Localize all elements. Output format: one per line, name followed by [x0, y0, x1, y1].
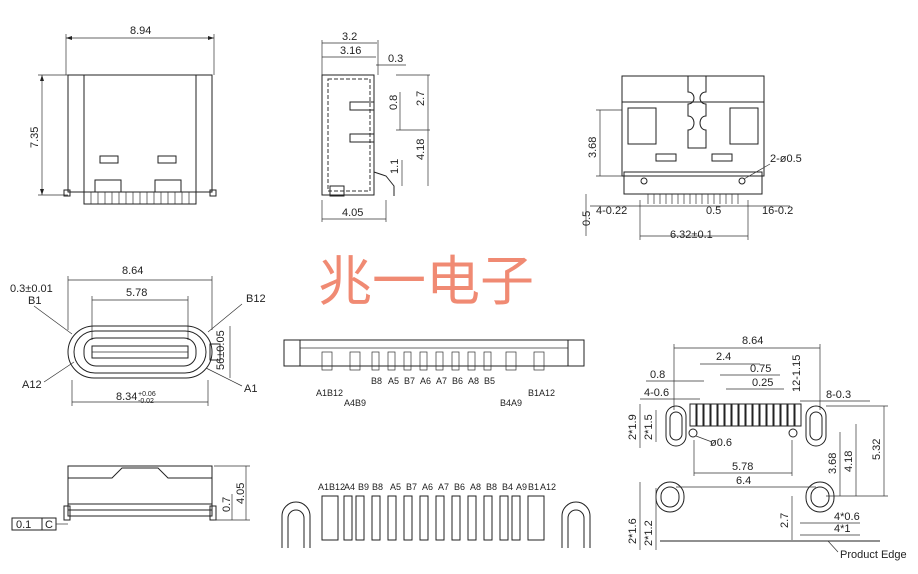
pin-strip-pins: [321, 351, 545, 371]
bottom-front-view: 4.05 0.7 0.1 C: [11, 465, 250, 531]
dim-0-25: 0.25: [752, 377, 773, 389]
dim-2-4: 2.4: [716, 351, 731, 363]
pad-label-b8b: B8: [486, 482, 497, 492]
dim-4-05-b: 4.05: [235, 483, 247, 504]
label-b1: B1: [28, 295, 41, 307]
pad-label-a1b12: A1B12: [318, 482, 345, 492]
label-b12: B12: [246, 293, 266, 305]
dim-5-32: 5.32: [871, 439, 883, 460]
pad-label-b9: B9: [358, 482, 369, 492]
datum-label: C: [45, 519, 53, 531]
pad-label-a4: A4: [344, 482, 355, 492]
dim-2x1-9: 2*1.9: [627, 414, 639, 440]
product-edge-label: Product Edge: [840, 549, 907, 561]
dim-3-68-pcb: 3.68: [827, 453, 839, 474]
pcb-pads: [689, 403, 802, 427]
dim-1-1: 1.1: [389, 159, 401, 174]
pin-label-a8: A8: [468, 376, 479, 386]
dim-0-5-v: 0.5: [581, 211, 593, 226]
dim-hole: ø0.6: [710, 437, 732, 449]
dim-6-32: 6.32±0.1: [670, 229, 713, 241]
dim-4x1: 4*1: [834, 523, 851, 535]
dim-3-16: 3.16: [340, 45, 361, 57]
pad-label-a12: A12: [540, 482, 556, 492]
flatness-value: 0.1: [16, 519, 31, 531]
dim-0-7: 0.7: [221, 497, 233, 512]
dim-8-0-3: 8-0.3: [826, 389, 851, 401]
pad-row: A1B12 A4 B9 B8 A5 B7 A6 A7 B6 A8 B8 B4 A…: [281, 482, 591, 548]
pad-label-b6: B6: [454, 482, 465, 492]
label-a12: A12: [22, 379, 42, 391]
pcb-layout: 8.64 2.4 0.8 0.75 4-0.6 0.25 12-1.15 8-0…: [627, 335, 907, 561]
dim-2x1-6: 2*1.6: [627, 518, 639, 544]
pin-label-a5: A5: [388, 376, 399, 386]
pin-label-b7: B7: [404, 376, 415, 386]
tol-upper: +0.06: [138, 391, 156, 398]
pad-label-b1: B1: [528, 482, 539, 492]
dim-2-phi-0-5: 2-ø0.5: [770, 153, 802, 165]
pad-label-b8: B8: [372, 482, 383, 492]
pad-label-a5: A5: [390, 482, 401, 492]
top-right-view: 2-ø0.5 3.68 0.5 4-0.22 0.5 16-0.2 6.32±0…: [581, 75, 802, 241]
top-right-pins: [647, 194, 739, 204]
side-view: 3.2 3.16 0.3 0.8 2.7 4.18 1.1 4.05: [321, 31, 430, 222]
pin-label-b5: B5: [484, 376, 495, 386]
dim-8-64-pcb: 8.64: [742, 335, 763, 347]
dim-4-18: 4.18: [415, 139, 427, 160]
dim-5-78-pcb: 5.78: [732, 461, 753, 473]
pin-label-b1a12: B1A12: [528, 388, 555, 398]
pad-label-a6: A6: [422, 482, 433, 492]
dim-0-3-tol: 0.3±0.01: [10, 283, 53, 295]
dim-2-7: 2.7: [415, 91, 427, 106]
receptacle-view: 8.64 0.3±0.01 B1 B12 5.78 A12 A1 56±0.05…: [10, 265, 266, 406]
pad-label-b7: B7: [406, 482, 417, 492]
dim-0-8: 0.8: [388, 95, 400, 110]
dim-16-0-2: 16-0.2: [762, 205, 793, 217]
dim-12-1-15: 12-1.15: [791, 355, 803, 392]
dim-4-0-6: 4-0.6: [644, 387, 669, 399]
dim-4-0-22: 4-0.22: [596, 205, 627, 217]
pad-row-pads: [321, 495, 545, 541]
dim-2x1-5: 2*1.5: [643, 414, 655, 440]
dim-56-tol: 56±0.05: [215, 330, 227, 370]
pad-label-a7: A7: [438, 482, 449, 492]
pin-label-a1b12: A1B12: [316, 388, 343, 398]
dim-3-2: 3.2: [342, 31, 357, 43]
front-view-pins: [83, 191, 197, 205]
dim-2x1-2: 2*1.2: [643, 520, 655, 546]
pad-label-b4: B4: [502, 482, 513, 492]
dim-5-78: 5.78: [126, 287, 147, 299]
dim-6-4: 6.4: [736, 475, 751, 487]
dim-3-68: 3.68: [587, 137, 599, 158]
dim-0-75: 0.75: [750, 363, 771, 375]
dim-0-5-h: 0.5: [706, 205, 721, 217]
pin-label-a4b9: A4B9: [344, 398, 366, 408]
pad-label-a9: A9: [516, 482, 527, 492]
dim-2-7-pcb: 2.7: [779, 513, 791, 528]
pad-label-a8: A8: [470, 482, 481, 492]
dim-width: 8.94: [130, 25, 151, 37]
dim-height: 7.35: [29, 127, 41, 148]
dim-4x0-6: 4*0.6: [834, 511, 860, 523]
dim-4-18-pcb: 4.18: [843, 451, 855, 472]
dim-0-8-pcb: 0.8: [650, 369, 665, 381]
pin-label-a7: A7: [436, 376, 447, 386]
pin-label-b6: B6: [452, 376, 463, 386]
watermark-text: 兆一电子: [318, 250, 534, 313]
pin-label-a6: A6: [420, 376, 431, 386]
pin-label-b8: B8: [371, 376, 382, 386]
dim-0-3: 0.3: [388, 53, 403, 65]
dim-8-64: 8.64: [122, 265, 143, 277]
dim-4-05: 4.05: [342, 207, 363, 219]
dim-8-34: 8.34: [116, 391, 137, 403]
label-a1: A1: [244, 383, 257, 395]
pin-label-b4a9: B4A9: [500, 398, 522, 408]
tol-lower: -0.02: [138, 398, 154, 405]
pin-strip: A1B12 A4B9 B8 A5 B7 A6 A7 B6 A8 B5 B4A9 …: [283, 339, 585, 408]
front-view-top: 8.94 7.35: [29, 25, 217, 205]
